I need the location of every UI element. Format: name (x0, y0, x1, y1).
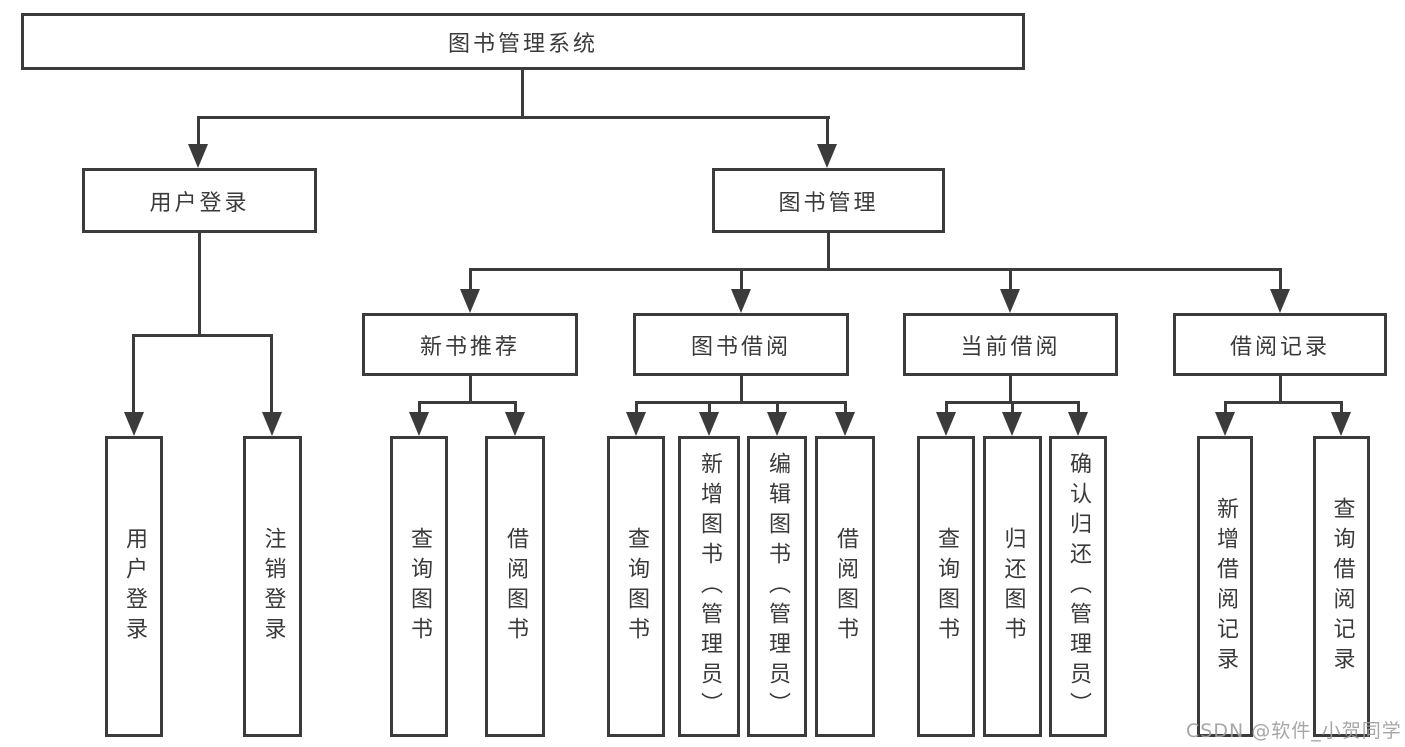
connector-line (740, 376, 743, 404)
node-label: 归还图书 (1000, 526, 1026, 647)
arrow-down-icon (835, 412, 855, 436)
leaf-query-books-recommend: 查询图书 (390, 436, 448, 737)
arrow-down-icon (1270, 289, 1290, 313)
node-label: 编辑图书（管理员） (765, 451, 790, 722)
node-label: 查询图书 (624, 526, 649, 647)
node-label: 图书管理系统 (447, 31, 598, 57)
leaf-query-borrow-record: 查询借阅记录 (1313, 436, 1370, 737)
node-borrowing-records: 借阅记录 (1173, 313, 1387, 376)
arrow-down-icon (817, 144, 837, 168)
node-label: 查询图书 (407, 526, 432, 647)
connector-line (635, 401, 638, 415)
leaf-add-borrow-record: 新增借阅记录 (1197, 436, 1253, 737)
leaf-add-books-admin: 新增图书（管理员） (678, 436, 740, 737)
connector-line (1340, 401, 1343, 415)
arrow-down-icon (1331, 412, 1351, 436)
node-library-management-system: 图书管理系统 (21, 13, 1025, 70)
arrow-down-icon (699, 412, 719, 436)
connector-line (469, 376, 472, 404)
connector-line (469, 268, 472, 292)
leaf-return-books: 归还图书 (983, 436, 1042, 737)
leaf-query-books-current: 查询图书 (917, 436, 975, 737)
arrow-down-icon (1068, 412, 1088, 436)
node-book-management: 图书管理 (712, 168, 945, 233)
arrow-down-icon (505, 412, 525, 436)
connector-line (1011, 401, 1014, 415)
connector-line (1009, 268, 1012, 292)
arrow-down-icon (262, 412, 282, 436)
leaf-logout: 注销登录 (243, 436, 302, 737)
connector-line (418, 401, 421, 415)
node-label: 当前借阅 (960, 334, 1061, 360)
connector-line (827, 233, 830, 271)
connector-line (1279, 376, 1282, 404)
arrow-down-icon (460, 289, 480, 313)
connector-line (521, 70, 524, 118)
node-book-borrowing: 图书借阅 (633, 313, 849, 376)
node-label: 查询借阅记录 (1329, 496, 1355, 677)
arrow-down-icon (1000, 289, 1020, 313)
connector-line (635, 401, 846, 404)
leaf-borrow-books-recommend: 借阅图书 (485, 436, 545, 737)
node-label: 新增借阅记录 (1213, 496, 1238, 677)
arrow-down-icon (1215, 412, 1235, 436)
arrow-down-icon (731, 289, 751, 313)
arrow-down-icon (188, 144, 208, 168)
arrow-down-icon (409, 412, 429, 436)
leaf-confirm-return-admin: 确认归还（管理员） (1049, 436, 1107, 737)
node-label: 新书推荐 (419, 334, 520, 360)
node-label: 确认归还（管理员） (1066, 451, 1091, 722)
arrow-down-icon (936, 412, 956, 436)
connector-line (1009, 376, 1012, 404)
arrow-down-icon (1002, 412, 1022, 436)
leaf-query-books-borrow: 查询图书 (607, 436, 665, 737)
connector-line (776, 401, 779, 415)
node-label: 新增图书（管理员） (697, 451, 722, 722)
connector-line (198, 233, 201, 336)
connector-line (1224, 401, 1343, 404)
leaf-borrow-books: 借阅图书 (815, 436, 875, 737)
arrow-down-icon (767, 412, 787, 436)
csdn-watermark: CSDN @软件_小贺同学 (1186, 720, 1402, 742)
connector-line (418, 401, 516, 404)
node-current-borrowing: 当前借阅 (903, 313, 1118, 376)
connector-line (826, 116, 829, 148)
connector-line (1224, 401, 1227, 415)
connector-line (844, 401, 847, 415)
connector-line (1077, 401, 1080, 415)
node-label: 借阅图书 (503, 526, 528, 647)
node-user-login: 用户登录 (82, 168, 317, 233)
node-label: 用户登录 (149, 190, 250, 216)
arrow-down-icon (124, 412, 144, 436)
connector-line (133, 334, 273, 337)
connector-line (945, 401, 948, 415)
node-label: 借阅记录 (1229, 334, 1330, 360)
leaf-edit-books-admin: 编辑图书（管理员） (747, 436, 807, 737)
connector-line (197, 116, 200, 148)
node-new-book-recommendation: 新书推荐 (362, 313, 578, 376)
node-label: 图书借阅 (690, 334, 791, 360)
node-label: 注销登录 (260, 526, 286, 647)
connector-line (270, 334, 273, 416)
connector-line (514, 401, 517, 415)
connector-line (197, 116, 830, 119)
node-label: 图书管理 (778, 190, 879, 216)
connector-line (469, 268, 1282, 271)
node-label: 用户登录 (122, 526, 147, 647)
node-label: 查询图书 (934, 526, 959, 647)
node-label: 借阅图书 (833, 526, 858, 647)
arrow-down-icon (626, 412, 646, 436)
connector-line (132, 334, 135, 416)
leaf-user-login: 用户登录 (105, 436, 163, 737)
connector-line (1279, 268, 1282, 292)
connector-line (708, 401, 711, 415)
connector-line (740, 268, 743, 292)
